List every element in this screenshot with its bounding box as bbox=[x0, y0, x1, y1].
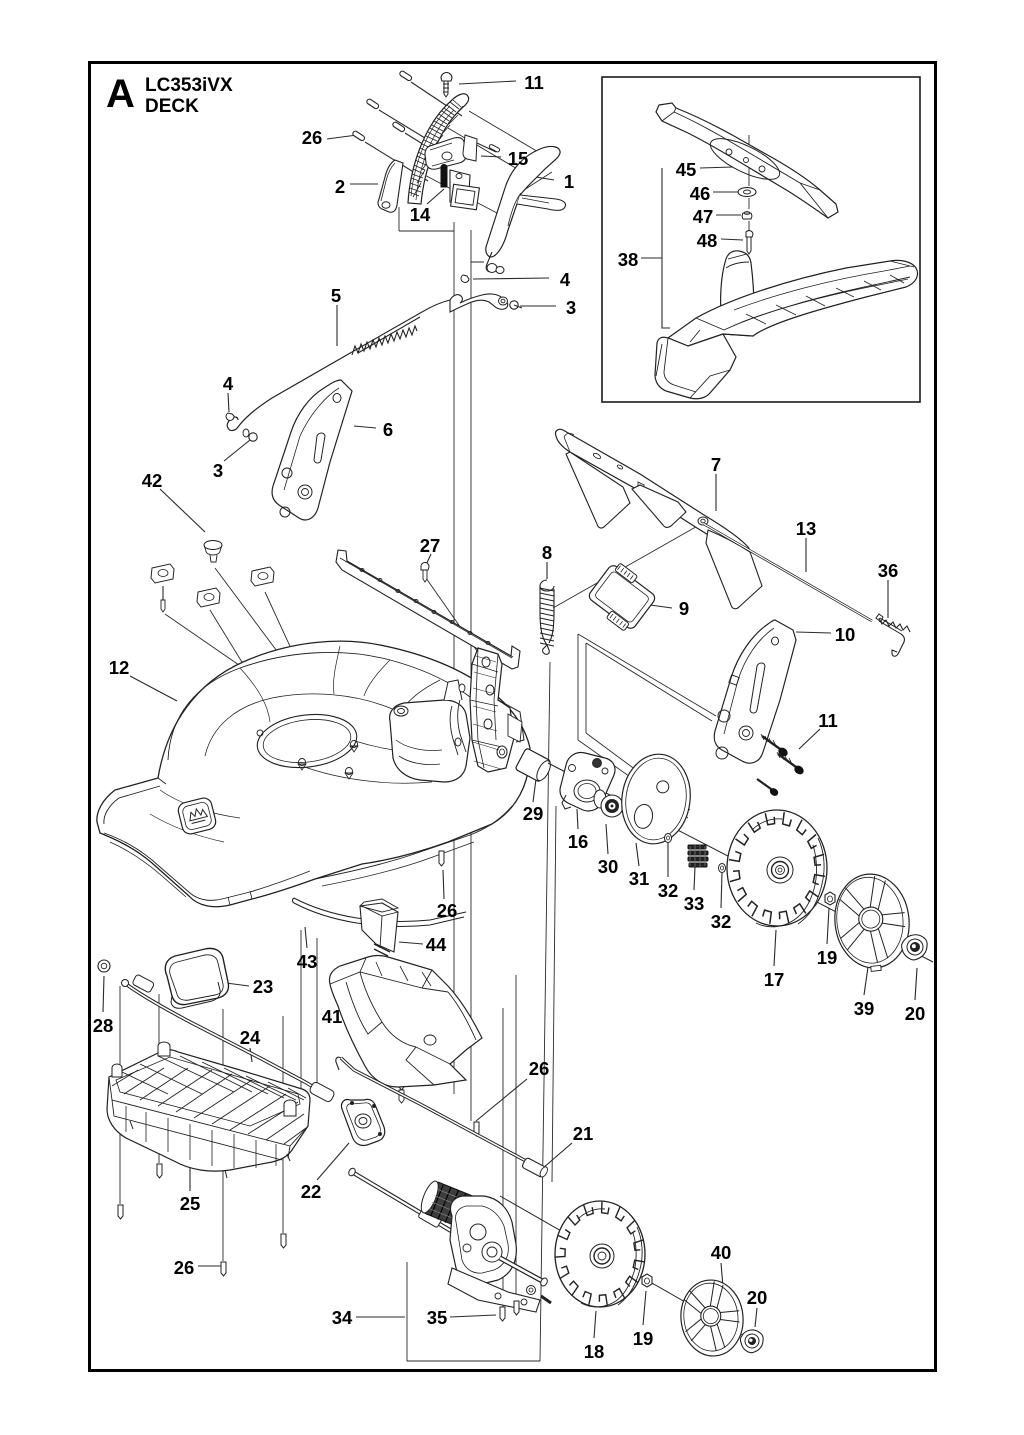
svg-text:14: 14 bbox=[410, 204, 431, 225]
svg-text:26: 26 bbox=[174, 1257, 195, 1278]
svg-text:28: 28 bbox=[93, 1015, 114, 1036]
svg-text:20: 20 bbox=[905, 1003, 926, 1024]
svg-text:26: 26 bbox=[302, 127, 323, 148]
svg-text:1: 1 bbox=[564, 171, 574, 192]
svg-text:30: 30 bbox=[598, 856, 619, 877]
svg-text:44: 44 bbox=[426, 934, 447, 955]
svg-text:38: 38 bbox=[618, 249, 639, 270]
svg-text:5: 5 bbox=[331, 285, 341, 306]
svg-text:33: 33 bbox=[684, 893, 705, 914]
svg-text:DECK: DECK bbox=[145, 96, 199, 117]
svg-text:6: 6 bbox=[383, 419, 393, 440]
svg-text:36: 36 bbox=[878, 560, 899, 581]
svg-text:4: 4 bbox=[223, 373, 234, 394]
svg-text:35: 35 bbox=[427, 1307, 448, 1328]
svg-text:21: 21 bbox=[573, 1123, 594, 1144]
svg-text:27: 27 bbox=[420, 535, 441, 556]
svg-text:2: 2 bbox=[335, 176, 345, 197]
svg-text:19: 19 bbox=[633, 1328, 654, 1349]
svg-text:26: 26 bbox=[529, 1058, 550, 1079]
svg-text:9: 9 bbox=[679, 598, 689, 619]
svg-text:11: 11 bbox=[818, 710, 838, 731]
svg-text:32: 32 bbox=[711, 911, 732, 932]
svg-text:23: 23 bbox=[253, 976, 274, 997]
svg-text:22: 22 bbox=[301, 1181, 322, 1202]
svg-text:12: 12 bbox=[109, 657, 130, 678]
svg-text:47: 47 bbox=[693, 206, 714, 227]
svg-text:20: 20 bbox=[747, 1287, 768, 1308]
svg-text:16: 16 bbox=[568, 831, 589, 852]
svg-text:LC353iVX: LC353iVX bbox=[145, 75, 233, 96]
svg-text:8: 8 bbox=[542, 542, 552, 563]
svg-text:43: 43 bbox=[297, 951, 318, 972]
svg-text:26: 26 bbox=[437, 900, 458, 921]
svg-text:39: 39 bbox=[854, 998, 875, 1019]
svg-text:24: 24 bbox=[240, 1027, 261, 1048]
svg-text:10: 10 bbox=[835, 624, 856, 645]
svg-text:42: 42 bbox=[142, 470, 163, 491]
svg-text:31: 31 bbox=[629, 868, 650, 889]
svg-text:17: 17 bbox=[764, 969, 785, 990]
svg-text:4: 4 bbox=[560, 269, 571, 290]
svg-text:13: 13 bbox=[796, 518, 817, 539]
svg-text:29: 29 bbox=[523, 803, 544, 824]
svg-text:40: 40 bbox=[711, 1242, 732, 1263]
svg-text:18: 18 bbox=[584, 1341, 605, 1362]
svg-text:3: 3 bbox=[566, 297, 576, 318]
svg-text:34: 34 bbox=[332, 1307, 353, 1328]
svg-text:A: A bbox=[106, 72, 135, 116]
svg-text:19: 19 bbox=[817, 947, 838, 968]
svg-text:3: 3 bbox=[213, 460, 223, 481]
svg-text:15: 15 bbox=[508, 148, 529, 169]
svg-text:41: 41 bbox=[322, 1006, 343, 1027]
svg-text:48: 48 bbox=[697, 230, 718, 251]
svg-text:46: 46 bbox=[690, 183, 711, 204]
svg-text:7: 7 bbox=[711, 454, 721, 475]
svg-text:32: 32 bbox=[658, 880, 679, 901]
svg-text:45: 45 bbox=[676, 159, 697, 180]
svg-text:11: 11 bbox=[524, 72, 544, 93]
svg-text:25: 25 bbox=[180, 1193, 201, 1214]
